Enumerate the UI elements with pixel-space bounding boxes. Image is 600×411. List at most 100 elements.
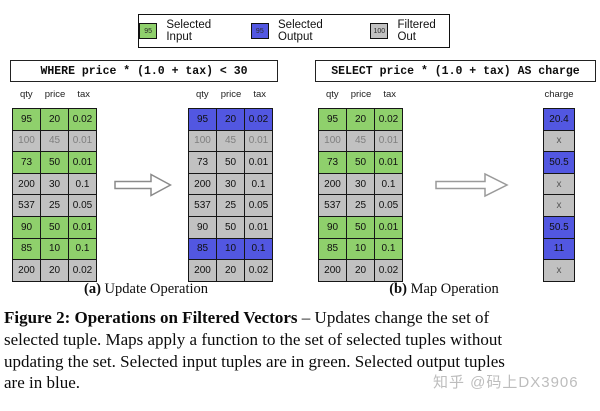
column-headers-map-input: qty price tax	[318, 89, 404, 100]
vector-cell: 95	[318, 108, 347, 131]
vector-cell: 0.1	[68, 172, 97, 196]
vector-cell: 50	[346, 151, 375, 174]
caption-line: are in blue.	[4, 373, 80, 393]
column-headers-update-input: qty price tax	[12, 89, 98, 100]
vector-cell: 0.01	[374, 215, 403, 239]
vector-cell: 50.5	[543, 215, 575, 239]
vector-cell: 90	[318, 215, 347, 239]
vector-row: x	[543, 129, 575, 153]
vector-cell: 0.05	[244, 194, 273, 217]
vector-cell: x	[543, 172, 575, 196]
vector-cell: 100	[188, 129, 217, 153]
vector-row: 11	[543, 237, 575, 261]
vector-cell: 100	[12, 129, 41, 153]
vector-cell: 0.02	[244, 108, 273, 131]
vector-cell: 90	[12, 215, 41, 239]
right-arrow-icon	[435, 172, 509, 198]
column-header: qty	[19, 89, 33, 100]
subcaption-b-text: Map Operation	[406, 281, 499, 297]
vector-cell: 85	[318, 237, 347, 261]
vector-cell: 0.01	[244, 215, 273, 239]
column-header: price	[350, 89, 372, 100]
vector-row: 20.4	[543, 108, 575, 131]
column-header-charge: charge	[544, 89, 574, 100]
vector-cell: 20	[216, 108, 245, 131]
caption-line: updating the set. Selected input tuples …	[4, 351, 505, 371]
vector-cell: 50	[40, 215, 69, 239]
vector-cell: 0.01	[374, 129, 403, 153]
vector-cell: 0.01	[244, 151, 273, 174]
filtered-out-swatch: 100	[370, 23, 389, 39]
vector-row: 50.5	[543, 151, 575, 174]
where-clause-box: WHERE price * (1.0 + tax) < 30	[10, 60, 278, 82]
vector-cell: 0.05	[374, 194, 403, 217]
vector-cell: 0.01	[68, 129, 97, 153]
vector-cell: 85	[188, 237, 217, 261]
vector-cell: 50	[40, 151, 69, 174]
vector-cell: 20	[346, 259, 375, 282]
column-header: tax	[77, 89, 90, 100]
vector-cell: 73	[318, 151, 347, 174]
vector-cell: 20	[40, 108, 69, 131]
vector-row: x	[543, 259, 575, 282]
vector-cell: 73	[12, 151, 41, 174]
vector-cell: 200	[12, 259, 41, 282]
subcaption-a-label: (a)	[83, 281, 101, 297]
vector-cell: 90	[188, 215, 217, 239]
vector-row: 50.5	[543, 215, 575, 239]
vector-cell: 0.02	[244, 259, 273, 282]
vector-row: x	[543, 194, 575, 217]
vector-cell: 50	[216, 151, 245, 174]
select-clause-box: SELECT price * (1.0 + tax) AS charge	[315, 60, 596, 82]
vector-cell: 45	[40, 129, 69, 153]
vector-cell: 0.1	[374, 237, 403, 261]
vector-cell: 30	[346, 172, 375, 196]
legend-item-selected-output: 95 Selected Output	[250, 19, 349, 43]
legend-label: Filtered Out	[397, 19, 436, 43]
legend-item-filtered-out: 100 Filtered Out	[370, 19, 449, 43]
vector-cell: 537	[188, 194, 217, 217]
vector-row: x	[543, 172, 575, 196]
vector-cell: 0.01	[374, 151, 403, 174]
column-header: tax	[383, 89, 396, 100]
vector-cell: 45	[216, 129, 245, 153]
figure-caption: Figure 2: Operations on Filtered Vectors…	[4, 307, 598, 394]
vector-cell: 45	[346, 129, 375, 153]
column-header: price	[220, 89, 242, 100]
watermark: 知乎 @码上DX3906	[433, 374, 579, 391]
vector-cell: 10	[40, 237, 69, 261]
selected-output-swatch: 95	[250, 23, 270, 39]
column-header: qty	[325, 89, 339, 100]
vector-cell: 0.01	[68, 151, 97, 174]
vector-cell: 20	[40, 259, 69, 282]
vector-cell: 50	[216, 215, 245, 239]
legend-label: Selected Output	[278, 19, 323, 43]
vector-cell: 95	[188, 108, 217, 131]
vector-cell: 11	[543, 237, 575, 261]
vector-cell: 30	[40, 172, 69, 196]
vector-cell: 25	[40, 194, 69, 217]
column-header: price	[44, 89, 66, 100]
column-header: tax	[253, 89, 266, 100]
vector-cell: 0.1	[244, 172, 273, 196]
vector-cell: 200	[188, 259, 217, 282]
vector-cell: 100	[318, 129, 347, 153]
